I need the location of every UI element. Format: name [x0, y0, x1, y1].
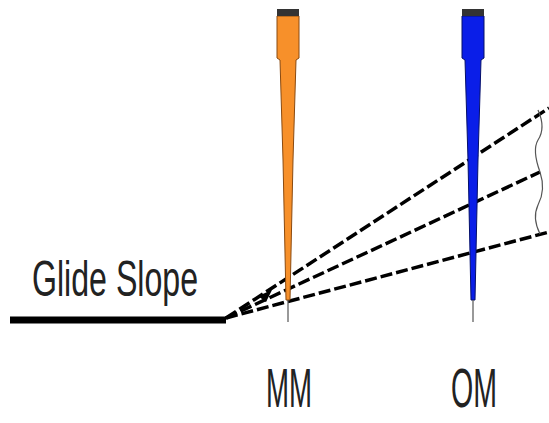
outer-marker-beam — [462, 16, 484, 300]
approach-arrow — [258, 290, 272, 302]
upper-beam — [226, 108, 549, 318]
middle-marker-cap — [277, 9, 299, 16]
outer-marker-label: OM — [451, 360, 497, 416]
middle-marker-beam — [277, 16, 299, 300]
center-beam — [226, 172, 540, 318]
outer-marker-tick — [472, 300, 473, 322]
glide-slope-beams — [226, 108, 549, 318]
beam-bracket — [535, 110, 542, 234]
middle-marker-tick — [287, 300, 288, 322]
middle-marker-beacon — [277, 9, 299, 322]
outer-marker-beacon — [462, 9, 484, 322]
lower-beam — [226, 232, 549, 318]
runway-line — [10, 317, 226, 324]
outer-marker-cap — [462, 9, 484, 16]
glide-slope-label: Glide Slope — [32, 254, 198, 304]
middle-marker-label: MM — [266, 360, 312, 416]
